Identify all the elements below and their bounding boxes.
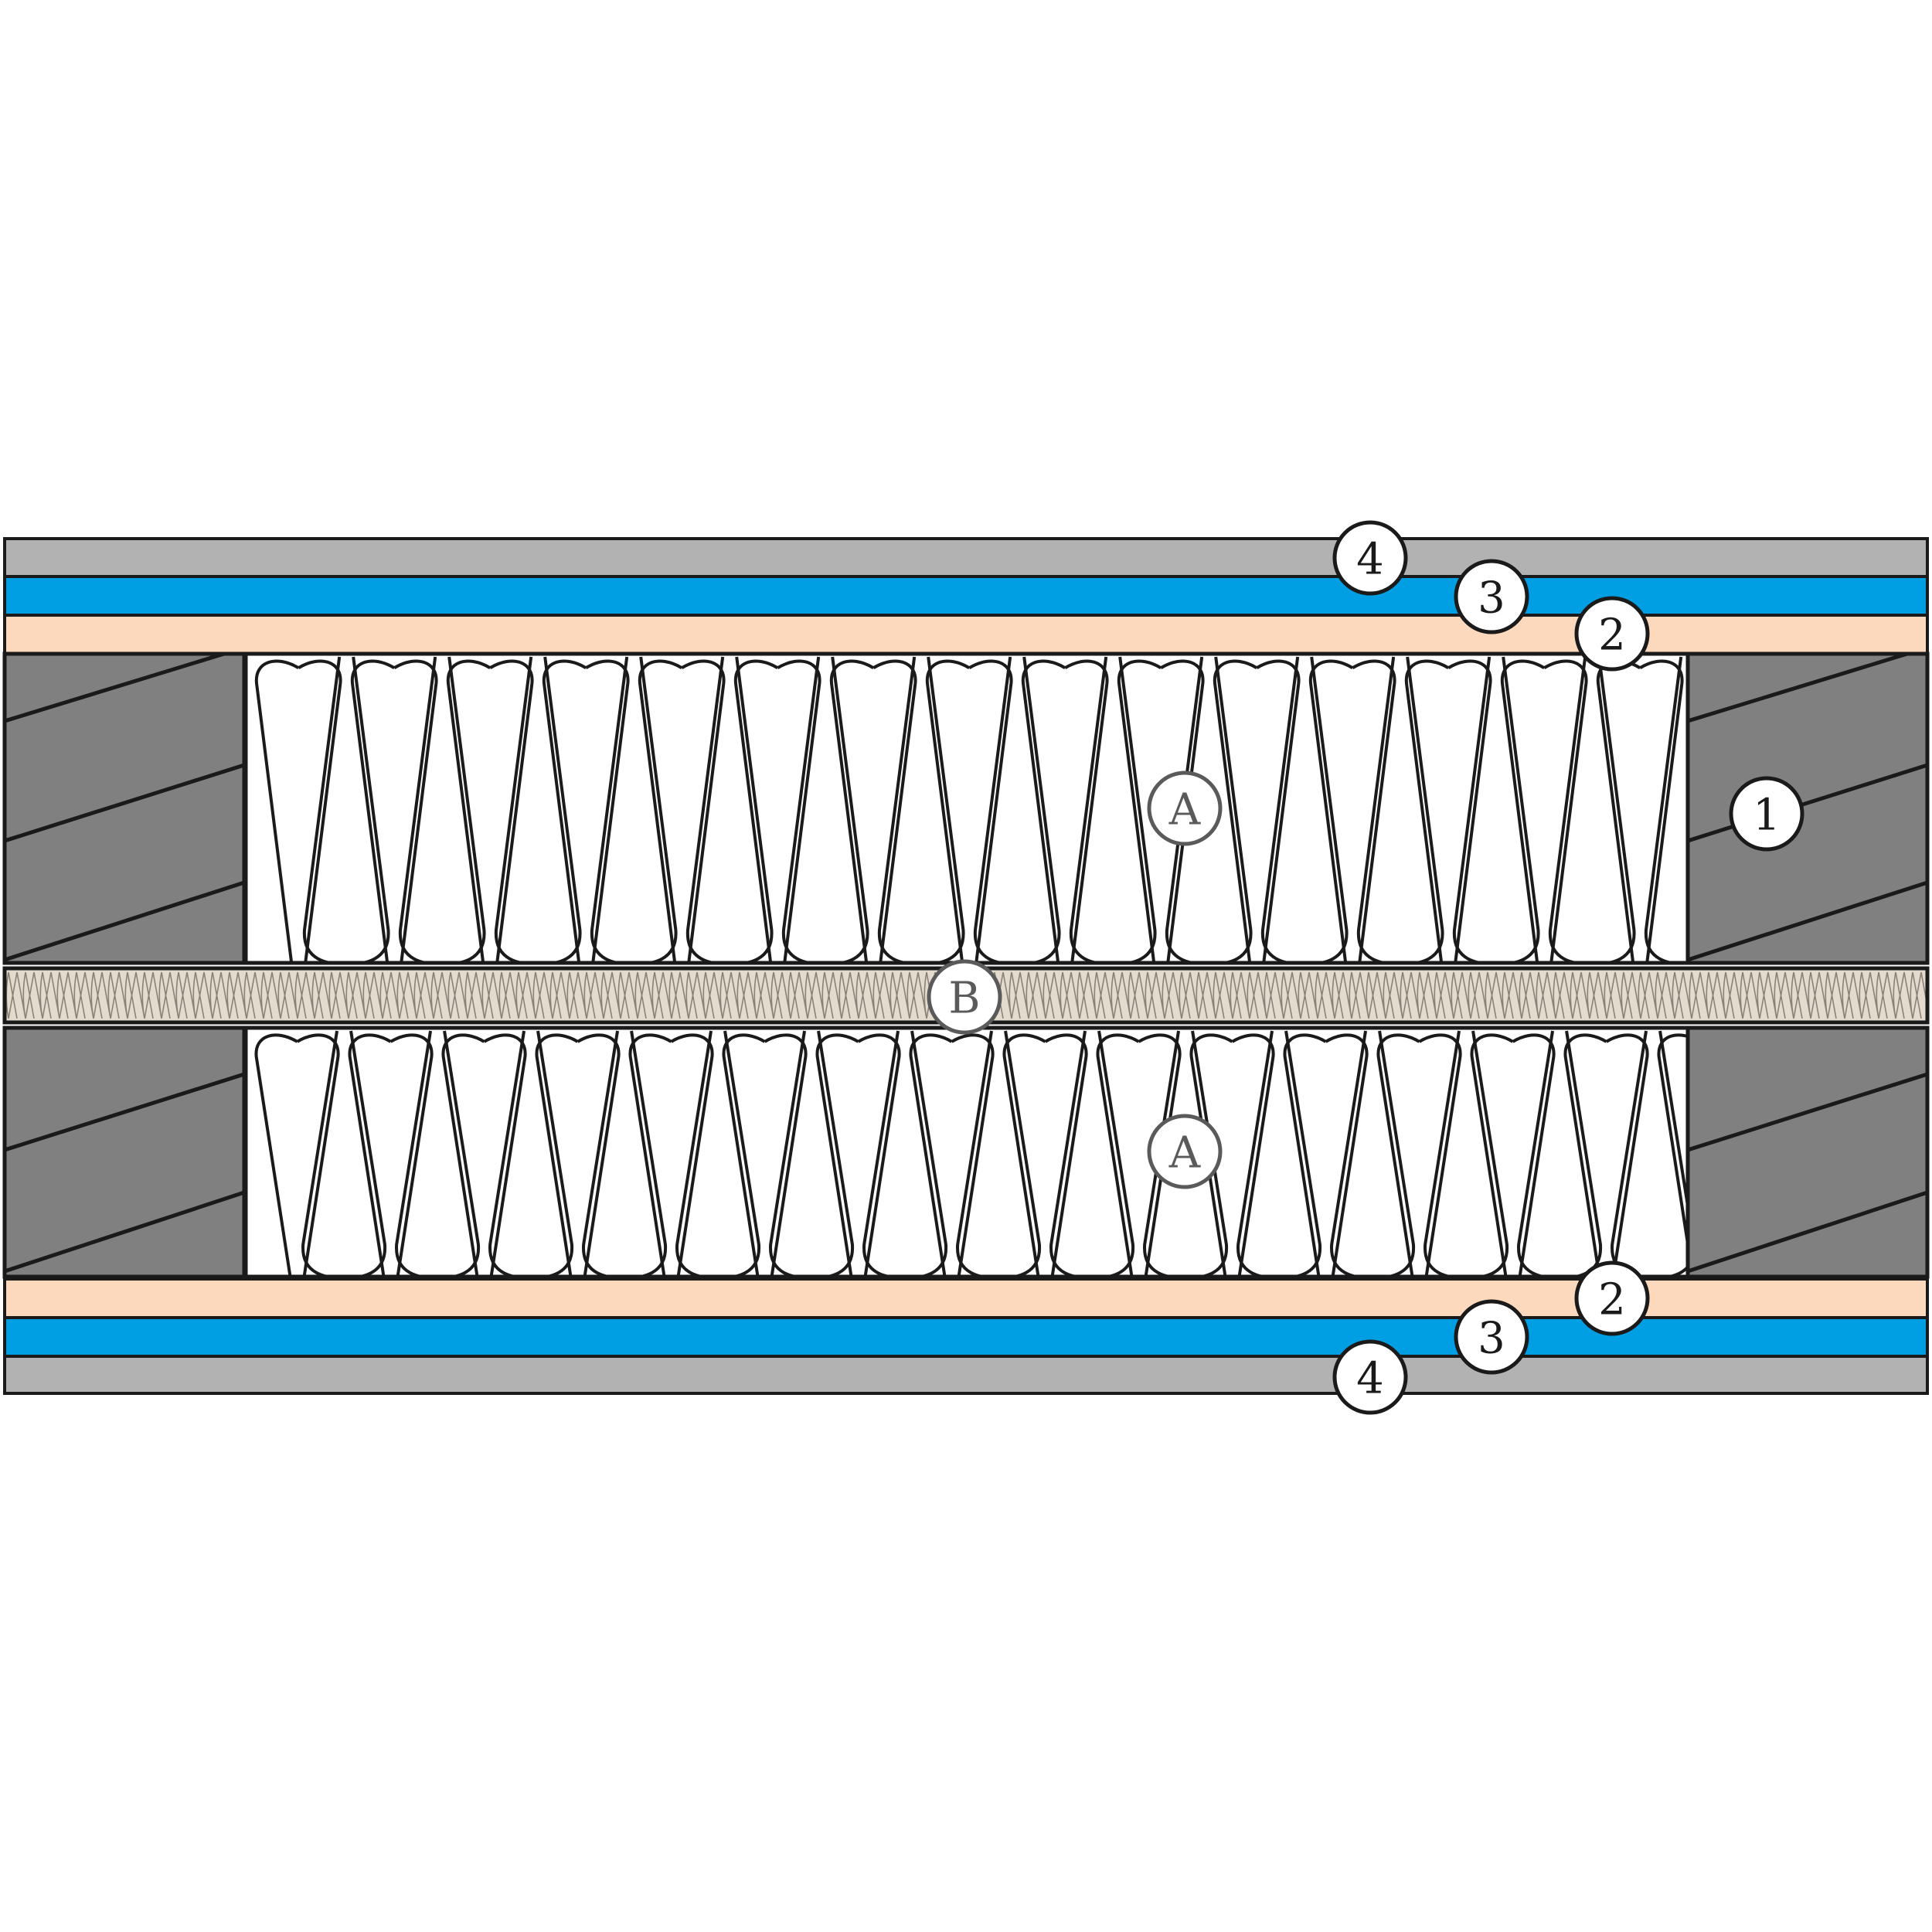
callout-board-bottom: 2	[1574, 1260, 1650, 1336]
svg-text:A: A	[1168, 1128, 1201, 1179]
lower-stud-cavity	[2, 1026, 1930, 1279]
insulation-fiber-lobe	[1563, 1033, 1649, 1277]
timber-stud-left-upper	[2, 651, 247, 965]
stud-grain-right-upper	[1688, 654, 1927, 962]
callout-acoustic-layer: B	[927, 959, 1002, 1035]
insulation-fiber-lobe	[830, 659, 917, 963]
insulation-fiber-lobe	[1213, 659, 1301, 963]
insulation-fiber-lobe	[348, 1033, 434, 1277]
insulation-cavity-lower	[243, 1026, 1690, 1279]
callout-gypsum-top: 4	[1332, 520, 1408, 596]
svg-text:2: 2	[1598, 611, 1626, 661]
callout-membrane-bottom: 3	[1454, 1299, 1529, 1375]
insulation-fiber-lobe	[447, 659, 534, 963]
insulation-fiber-lobe	[1096, 1033, 1182, 1277]
svg-text:4: 4	[1356, 1354, 1384, 1404]
callout-membrane-top: 3	[1454, 559, 1529, 634]
callout-board-top: 2	[1574, 596, 1650, 672]
insulation-fiber-lobe	[1309, 659, 1396, 963]
acoustic-layer-pattern	[5, 971, 1927, 1019]
insulation-fiber-lobe	[1657, 1033, 1688, 1254]
insulation-fiber-lobe	[441, 1033, 527, 1277]
timber-stud-right-upper	[1685, 651, 1930, 965]
insulation-fiber-lobe	[1501, 659, 1588, 963]
insulation-fiber-lobe	[1645, 656, 1688, 963]
insulation-fiber-lobe	[254, 1033, 340, 1277]
svg-text:3: 3	[1478, 1314, 1505, 1364]
stud-grain-right-lower	[1688, 1072, 1927, 1274]
svg-text:4: 4	[1356, 535, 1384, 585]
svg-text:1: 1	[1753, 791, 1781, 841]
insulation-fiber-lobe	[1470, 1033, 1556, 1277]
svg-text:B: B	[948, 974, 980, 1024]
svg-text:A: A	[1168, 785, 1201, 835]
insulation-fiber-lobe	[1376, 1033, 1462, 1277]
insulation-fiber-lobe	[815, 1033, 901, 1277]
callout-insulation-top: A	[1147, 770, 1223, 846]
insulation-fiber-lobe	[535, 1033, 621, 1277]
insulation-fiber-lobe	[255, 659, 342, 963]
insulation-fiber-lobe	[722, 1033, 808, 1277]
timber-stud-right-lower	[1685, 1026, 1930, 1279]
insulation-fiber-lobe	[351, 659, 438, 963]
callout-insulation-bottom: A	[1147, 1114, 1223, 1189]
stud-grain-left-upper	[5, 654, 244, 962]
insulation-fiber-lobe	[628, 1033, 714, 1277]
callout-stud: 1	[1729, 776, 1804, 852]
stud-grain-left-lower	[5, 1072, 244, 1274]
insulation-fiber-lobe	[734, 659, 821, 963]
insulation-fiber-lobe	[1022, 659, 1109, 963]
insulation-fiber-lobe	[926, 659, 1013, 963]
svg-text:3: 3	[1478, 573, 1505, 624]
insulation-fiber-lobe	[1189, 1033, 1275, 1277]
insulation-fiber-lobe	[543, 659, 630, 963]
callout-gypsum-bottom: 4	[1332, 1339, 1408, 1415]
insulation-fiber-lobe	[1283, 1033, 1369, 1277]
gypsum-board-top	[3, 537, 1929, 578]
insulation-fiber-lobe	[1405, 659, 1492, 963]
insulation-fiber-lobe	[1117, 659, 1205, 963]
mineral-wool-insulation-upper	[255, 656, 1688, 963]
timber-stud-left-lower	[2, 1026, 247, 1279]
insulation-fiber-lobe	[638, 659, 726, 963]
gypsum-board-bottom	[3, 1355, 1929, 1395]
svg-text:2: 2	[1598, 1275, 1626, 1325]
upper-stud-cavity	[2, 651, 1930, 965]
insulation-fiber-lobe	[1002, 1033, 1088, 1277]
insulation-cavity-upper	[243, 651, 1690, 965]
insulation-fiber-lobe	[909, 1033, 995, 1277]
